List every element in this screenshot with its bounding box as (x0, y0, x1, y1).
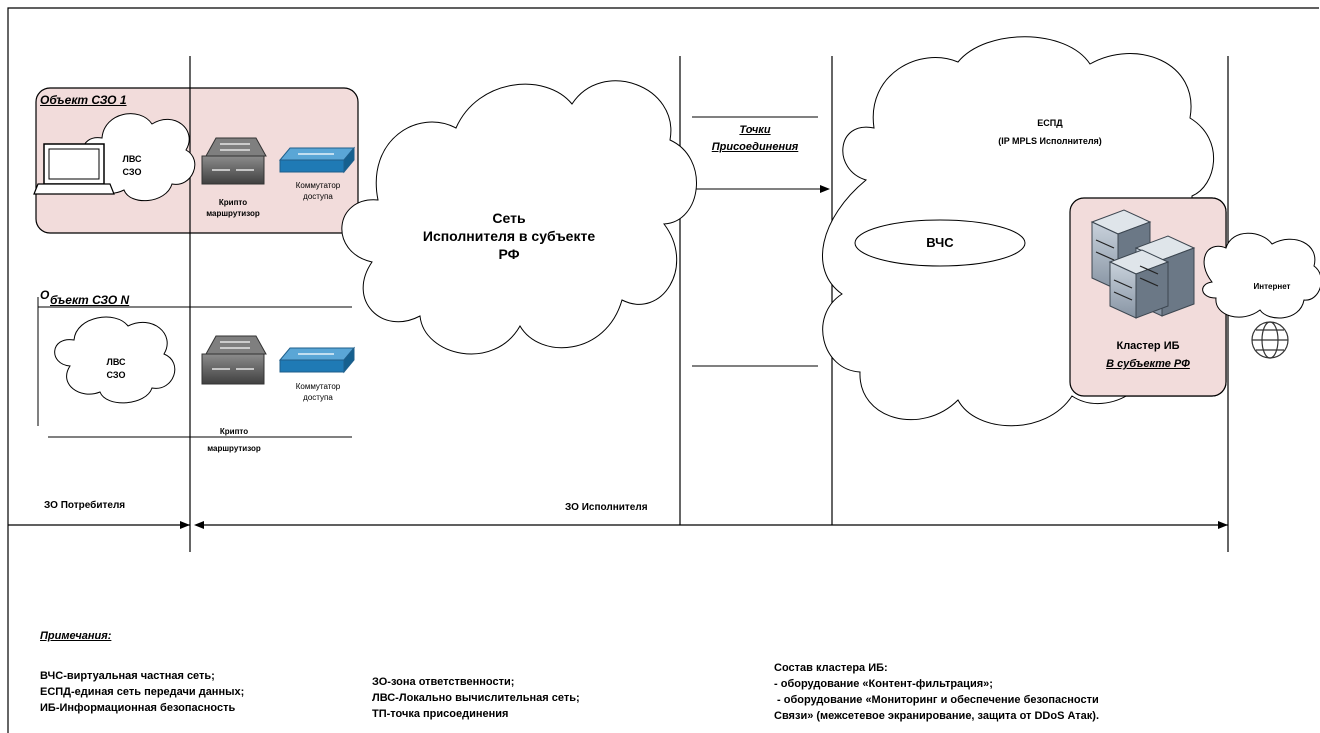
notes-column-1: ВЧС-виртуальная частная сеть; ЕСПД-едина… (40, 668, 244, 716)
note-line: ЛВС-Локально вычислительная сеть; (372, 692, 580, 704)
zone-consumer-label: ЗО Потребителя (44, 500, 126, 511)
lan-cloud-n (54, 316, 176, 404)
note-line: ИБ-Информационная безопасность (40, 702, 236, 714)
note-line: Связи» (межсетевое экранирование, защита… (774, 710, 1100, 722)
tp-arrowhead-right (820, 185, 830, 193)
globe-icon (1251, 321, 1289, 359)
crypto-router-icon-1 (201, 137, 267, 185)
zone-operator-arrowhead-right (1218, 521, 1228, 529)
espd-label: ЕСПД(IP MPLS Исполнителя) (998, 118, 1102, 146)
note-line: ЗО-зона ответственности; (372, 676, 515, 688)
zone-consumer-arrowhead (180, 521, 190, 529)
note-line: ЕСПД-единая сеть передачи данных; (40, 686, 245, 698)
notes-title: Примечания: (40, 630, 112, 642)
note-line: ТП-точка присоединения (372, 708, 509, 720)
vpn-label: ВЧС (926, 235, 954, 250)
internet-label: Интернет (1253, 282, 1291, 291)
operator-network-cloud (341, 80, 697, 355)
access-switch-icon-1 (278, 146, 356, 174)
access-switch-icon-n (278, 346, 356, 374)
cluster-label: Кластер ИБ В субъекте РФ (1106, 340, 1190, 370)
notes-column-2: ЗО-зона ответственности; ЛВС-Локально вы… (372, 674, 580, 722)
zone-operator-label: ЗО Исполнителя (565, 502, 648, 513)
crypto-router-icon-n (201, 335, 267, 385)
lan-cloud-1 (82, 113, 196, 202)
note-line: ВЧС-виртуальная частная сеть; (40, 670, 215, 682)
object-szo-n-title: бъект СЗО N (50, 293, 130, 307)
object-szo-n-title-first: О (40, 288, 50, 302)
internet-cloud (1202, 232, 1320, 319)
zone-operator-arrowhead-left (194, 521, 204, 529)
object-szo-1-title: Объект СЗО 1 (40, 93, 127, 107)
note-line: - оборудование «Контент-фильтрация»; (774, 678, 993, 690)
note-line: Состав кластера ИБ: (774, 662, 888, 674)
server-cluster-icon (1090, 209, 1196, 319)
note-line: - оборудование «Мониторинг и обеспечение… (774, 694, 1099, 706)
vpn-ellipse (854, 219, 1026, 267)
notes-column-3: Состав кластера ИБ: - оборудование «Конт… (774, 660, 1099, 724)
object-szo-n-box (37, 297, 352, 438)
page-frame (7, 7, 1319, 733)
laptop-icon (33, 143, 115, 195)
